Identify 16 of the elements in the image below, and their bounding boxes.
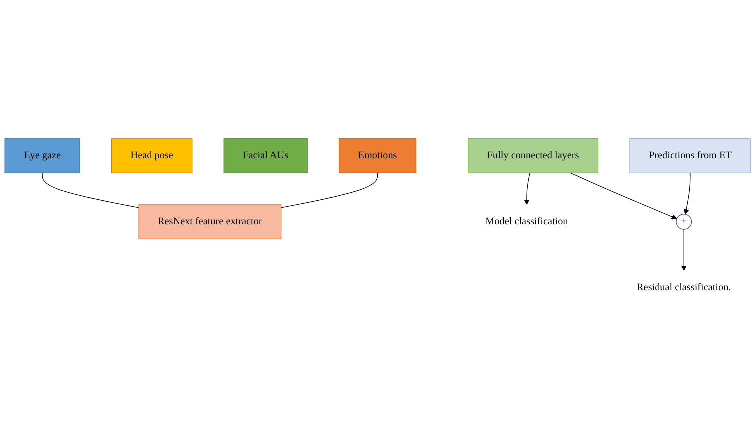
node-box: Fully connected layers [468, 138, 599, 174]
arrow [684, 172, 691, 215]
node-box: Emotions [338, 138, 417, 174]
connector [42, 172, 140, 208]
connector [281, 172, 378, 208]
node-text: Model classification [486, 216, 568, 228]
node-box: Head pose [111, 138, 193, 174]
node-circle: + [676, 214, 692, 230]
node-text: Residual classification. [637, 282, 732, 294]
arrow [681, 229, 687, 272]
node-box: Facial AUs [224, 138, 308, 174]
node-box: ResNext feature extractor [138, 204, 282, 240]
node-box: Predictions from ET [630, 138, 752, 174]
node-box: Eye gaze [4, 138, 80, 174]
arrow [524, 172, 530, 206]
arrow [570, 172, 678, 220]
